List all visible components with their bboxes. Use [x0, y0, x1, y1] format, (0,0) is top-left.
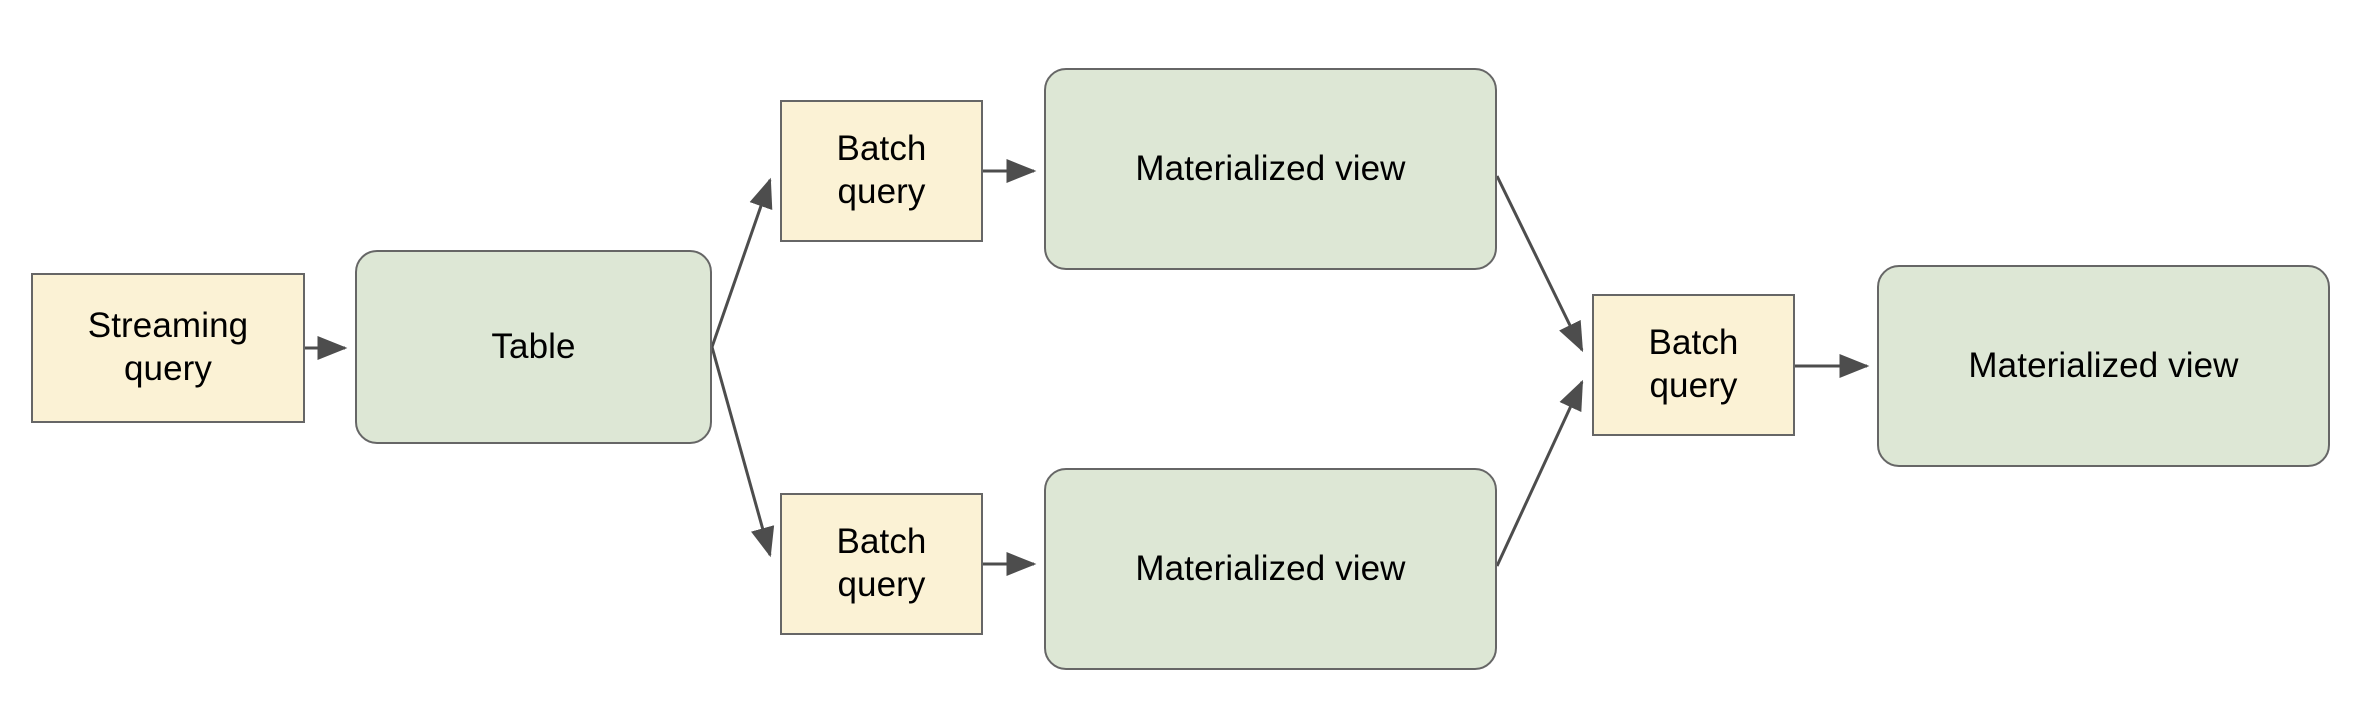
edge-table-to-batch-query-top	[710, 177, 773, 348]
edge-materialized-view-bottom-to-batch-query-center	[1495, 379, 1584, 567]
node-materialized-view-top-label: Materialized view	[1135, 148, 1406, 188]
node-batch-query-center-label: Batch query	[1648, 323, 1739, 405]
node-materialized-view-bottom[interactable]: Materialized view	[1044, 468, 1497, 670]
node-streaming-query-label: Streaming query	[87, 306, 249, 388]
edge-table-to-batch-query-bottom	[710, 346, 775, 558]
node-materialized-view-bottom-label: Materialized view	[1135, 548, 1406, 588]
edge-materialized-view-top-to-batch-query-center	[1495, 175, 1584, 353]
node-batch-query-center[interactable]: Batch query	[1592, 294, 1795, 436]
node-materialized-view-final[interactable]: Materialized view	[1877, 265, 2330, 467]
node-materialized-view-top[interactable]: Materialized view	[1044, 68, 1497, 270]
node-batch-query-bottom[interactable]: Batch query	[780, 493, 983, 635]
node-table-label: Table	[491, 326, 576, 366]
node-batch-query-bottom-label: Batch query	[836, 522, 927, 604]
node-materialized-view-final-label: Materialized view	[1968, 345, 2239, 385]
node-batch-query-top-label: Batch query	[836, 129, 927, 211]
node-batch-query-top[interactable]: Batch query	[780, 100, 983, 242]
node-streaming-query[interactable]: Streaming query	[31, 273, 305, 423]
node-table[interactable]: Table	[355, 250, 712, 444]
